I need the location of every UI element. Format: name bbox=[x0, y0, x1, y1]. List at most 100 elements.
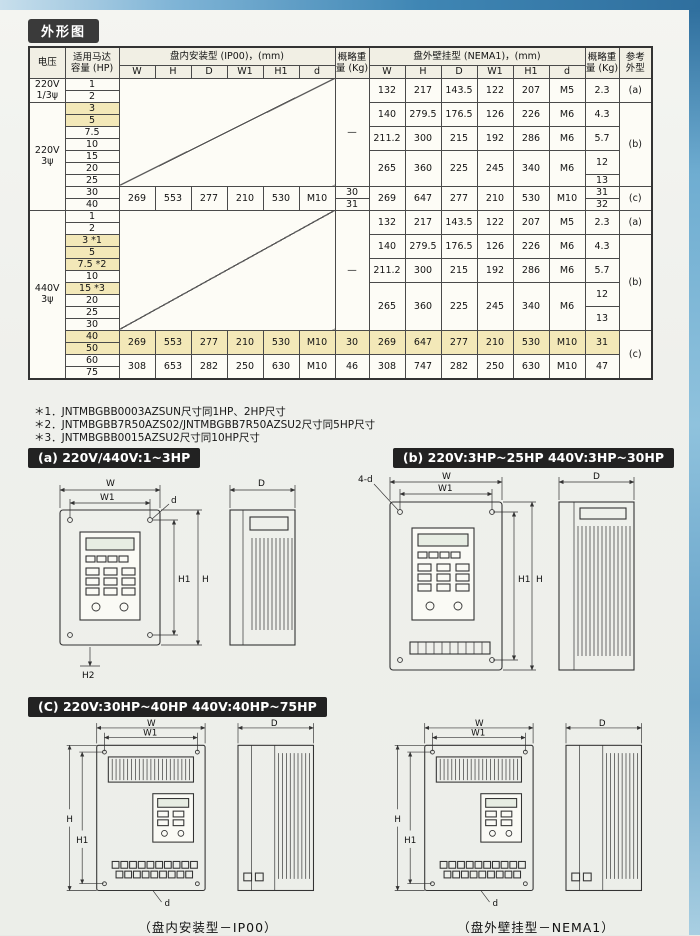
nema-dim-cell: 192 bbox=[476, 125, 514, 151]
vent-hatch bbox=[439, 758, 518, 781]
ref-cell: (a) bbox=[618, 77, 653, 103]
ip00-dim-cell: 250 bbox=[226, 353, 264, 379]
keypad-display bbox=[85, 537, 135, 551]
section-header-b: (b) 220V:3HP~25HP 440V:3HP~30HP bbox=[392, 448, 674, 468]
weight-header-line1: 概略重 bbox=[337, 51, 367, 63]
nema-weight-cell: 12 bbox=[584, 149, 620, 175]
hp-cell: 40 bbox=[64, 197, 120, 211]
nema-dim-cell: 211.2 bbox=[368, 125, 406, 151]
drawing-a: W W1 d H1 H H2 D bbox=[59, 479, 296, 681]
nema-dim-cell: 630 bbox=[512, 353, 550, 379]
table-row: 7.5 211.2 300 215 192 286 M6 5.7 bbox=[29, 125, 652, 151]
caption-nema: （盘外壁挂型－NEMA1） bbox=[457, 920, 615, 935]
hp-cell: 2 bbox=[64, 221, 120, 235]
voltage-line2: 1/3ψ bbox=[36, 90, 59, 101]
col-header-ip00-w: W bbox=[118, 64, 156, 79]
nema-dim-cell: 225 bbox=[440, 149, 478, 187]
mount-hole-icon bbox=[147, 517, 153, 523]
keypad-knob-icon bbox=[489, 830, 496, 837]
dim-label-W: W bbox=[147, 719, 156, 729]
mount-hole-icon bbox=[397, 657, 403, 663]
footnote-3: ＊3．JNTMBGBB0015AZSU2尺寸同10HP尺寸 bbox=[34, 432, 260, 444]
nema-weight-cell: 13 bbox=[584, 173, 620, 187]
ip00-weight-cell: — bbox=[334, 209, 370, 331]
hp-cell: 3 *1 bbox=[64, 233, 120, 247]
drawings-row-c: W W1 d H bbox=[58, 718, 686, 936]
ip00-dim-cell: 630 bbox=[262, 353, 300, 379]
nema-dim-cell: 286 bbox=[512, 125, 550, 151]
drawing-c-nema: W W1 d H bbox=[394, 719, 643, 909]
hp-cell: 50 bbox=[64, 341, 120, 355]
ip00-dim-cell: 530 bbox=[262, 329, 300, 355]
nema-dim-cell: 122 bbox=[476, 77, 514, 103]
ref-cell: (c) bbox=[618, 185, 653, 211]
front-view-outline bbox=[424, 744, 534, 892]
ip00-dim-cell: 277 bbox=[190, 185, 228, 211]
nema-dim-cell: M5 bbox=[548, 77, 586, 103]
col-header-nema-w1: W1 bbox=[476, 64, 514, 79]
ip00-dim-cell: 653 bbox=[154, 353, 192, 379]
dim-label-W: W bbox=[442, 472, 451, 482]
nema-dim-cell: 340 bbox=[512, 149, 550, 187]
nema-dim-cell: M6 bbox=[548, 149, 586, 187]
ip00-not-available-cell bbox=[118, 209, 336, 331]
nema-dim-cell: 282 bbox=[440, 353, 478, 379]
nema-dim-cell: 140 bbox=[368, 233, 406, 259]
dim-label-W1: W1 bbox=[100, 493, 115, 503]
keypad-display bbox=[485, 798, 518, 808]
nema-dim-cell: 245 bbox=[476, 281, 514, 331]
ip00-weight-cell: 30 bbox=[334, 329, 370, 355]
hp-cell: 1 bbox=[64, 77, 120, 91]
col-header-nema-h: H bbox=[404, 64, 442, 79]
keypad-knob-icon bbox=[119, 602, 129, 612]
hp-cell: 20 bbox=[64, 293, 120, 307]
col-header-weight-ip00: 概略重量 (Kg) bbox=[334, 46, 370, 79]
nema-dim-cell: 360 bbox=[404, 149, 442, 187]
section-header-row: (a) 220V/440V:1~3HP (b) 220V:3HP~25HP 44… bbox=[28, 448, 674, 468]
ip00-dim-cell: 282 bbox=[190, 353, 228, 379]
section-header-a: (a) 220V/440V:1~3HP bbox=[28, 448, 201, 468]
ip00-dim-cell: 210 bbox=[226, 329, 264, 355]
table-row: 30 bbox=[29, 317, 652, 331]
front-view-outline bbox=[389, 501, 503, 671]
table-row: 20 bbox=[29, 293, 652, 307]
nema-dim-cell: 215 bbox=[440, 125, 478, 151]
nema-dim-cell: 143.5 bbox=[440, 209, 478, 235]
nema-dim-cell: 647 bbox=[404, 185, 442, 211]
col-header-weight-nema: 概略重量 (Kg) bbox=[584, 46, 620, 79]
hp-cell: 30 bbox=[64, 317, 120, 331]
top-blue-strip bbox=[0, 0, 700, 10]
voltage-line2: 3ψ bbox=[41, 156, 54, 167]
nema-dim-cell: 360 bbox=[404, 281, 442, 331]
dim-label-H1: H1 bbox=[518, 575, 531, 585]
col-header-nema-w: W bbox=[368, 64, 406, 79]
table-row: 2 bbox=[29, 89, 652, 103]
nema-dim-cell: 225 bbox=[440, 281, 478, 331]
nema-dim-cell: 226 bbox=[512, 101, 550, 127]
drawing-c-ip00: W W1 d H bbox=[66, 719, 315, 909]
table-row: 25 13 bbox=[29, 173, 652, 187]
voltage-line1: 440V bbox=[34, 283, 60, 294]
nema-dim-cell: 340 bbox=[512, 281, 550, 331]
dim-label-W1: W1 bbox=[438, 484, 453, 494]
nema-dim-cell: 192 bbox=[476, 257, 514, 283]
motor-header-line2: 容量 (HP) bbox=[70, 62, 114, 74]
nema-dim-cell: 308 bbox=[368, 353, 406, 379]
nema-dim-cell: 122 bbox=[476, 209, 514, 235]
nema-dim-cell: 126 bbox=[476, 101, 514, 127]
front-view-outline bbox=[96, 744, 206, 892]
nema-dim-cell: 207 bbox=[512, 77, 550, 103]
col-header-ip00-h1: H1 bbox=[262, 64, 300, 79]
table-row: 30 269 553 277 210 530 M10 30 269 647 27… bbox=[29, 185, 653, 211]
hp-cell: 7.5 bbox=[64, 125, 120, 139]
dim-label-4d: 4-d bbox=[358, 475, 373, 485]
nema-dim-cell: 143.5 bbox=[440, 77, 478, 103]
ref-header-line1: 参考 bbox=[625, 51, 645, 63]
hp-cell: 15 *3 bbox=[64, 281, 120, 295]
table-row: 60 308 653 282 250 630 M10 46 308 747 28… bbox=[29, 353, 652, 379]
ip00-dim-cell: 269 bbox=[118, 185, 156, 211]
ip00-dim-cell: M10 bbox=[298, 185, 336, 211]
nema-weight-cell: 5.7 bbox=[584, 125, 620, 151]
